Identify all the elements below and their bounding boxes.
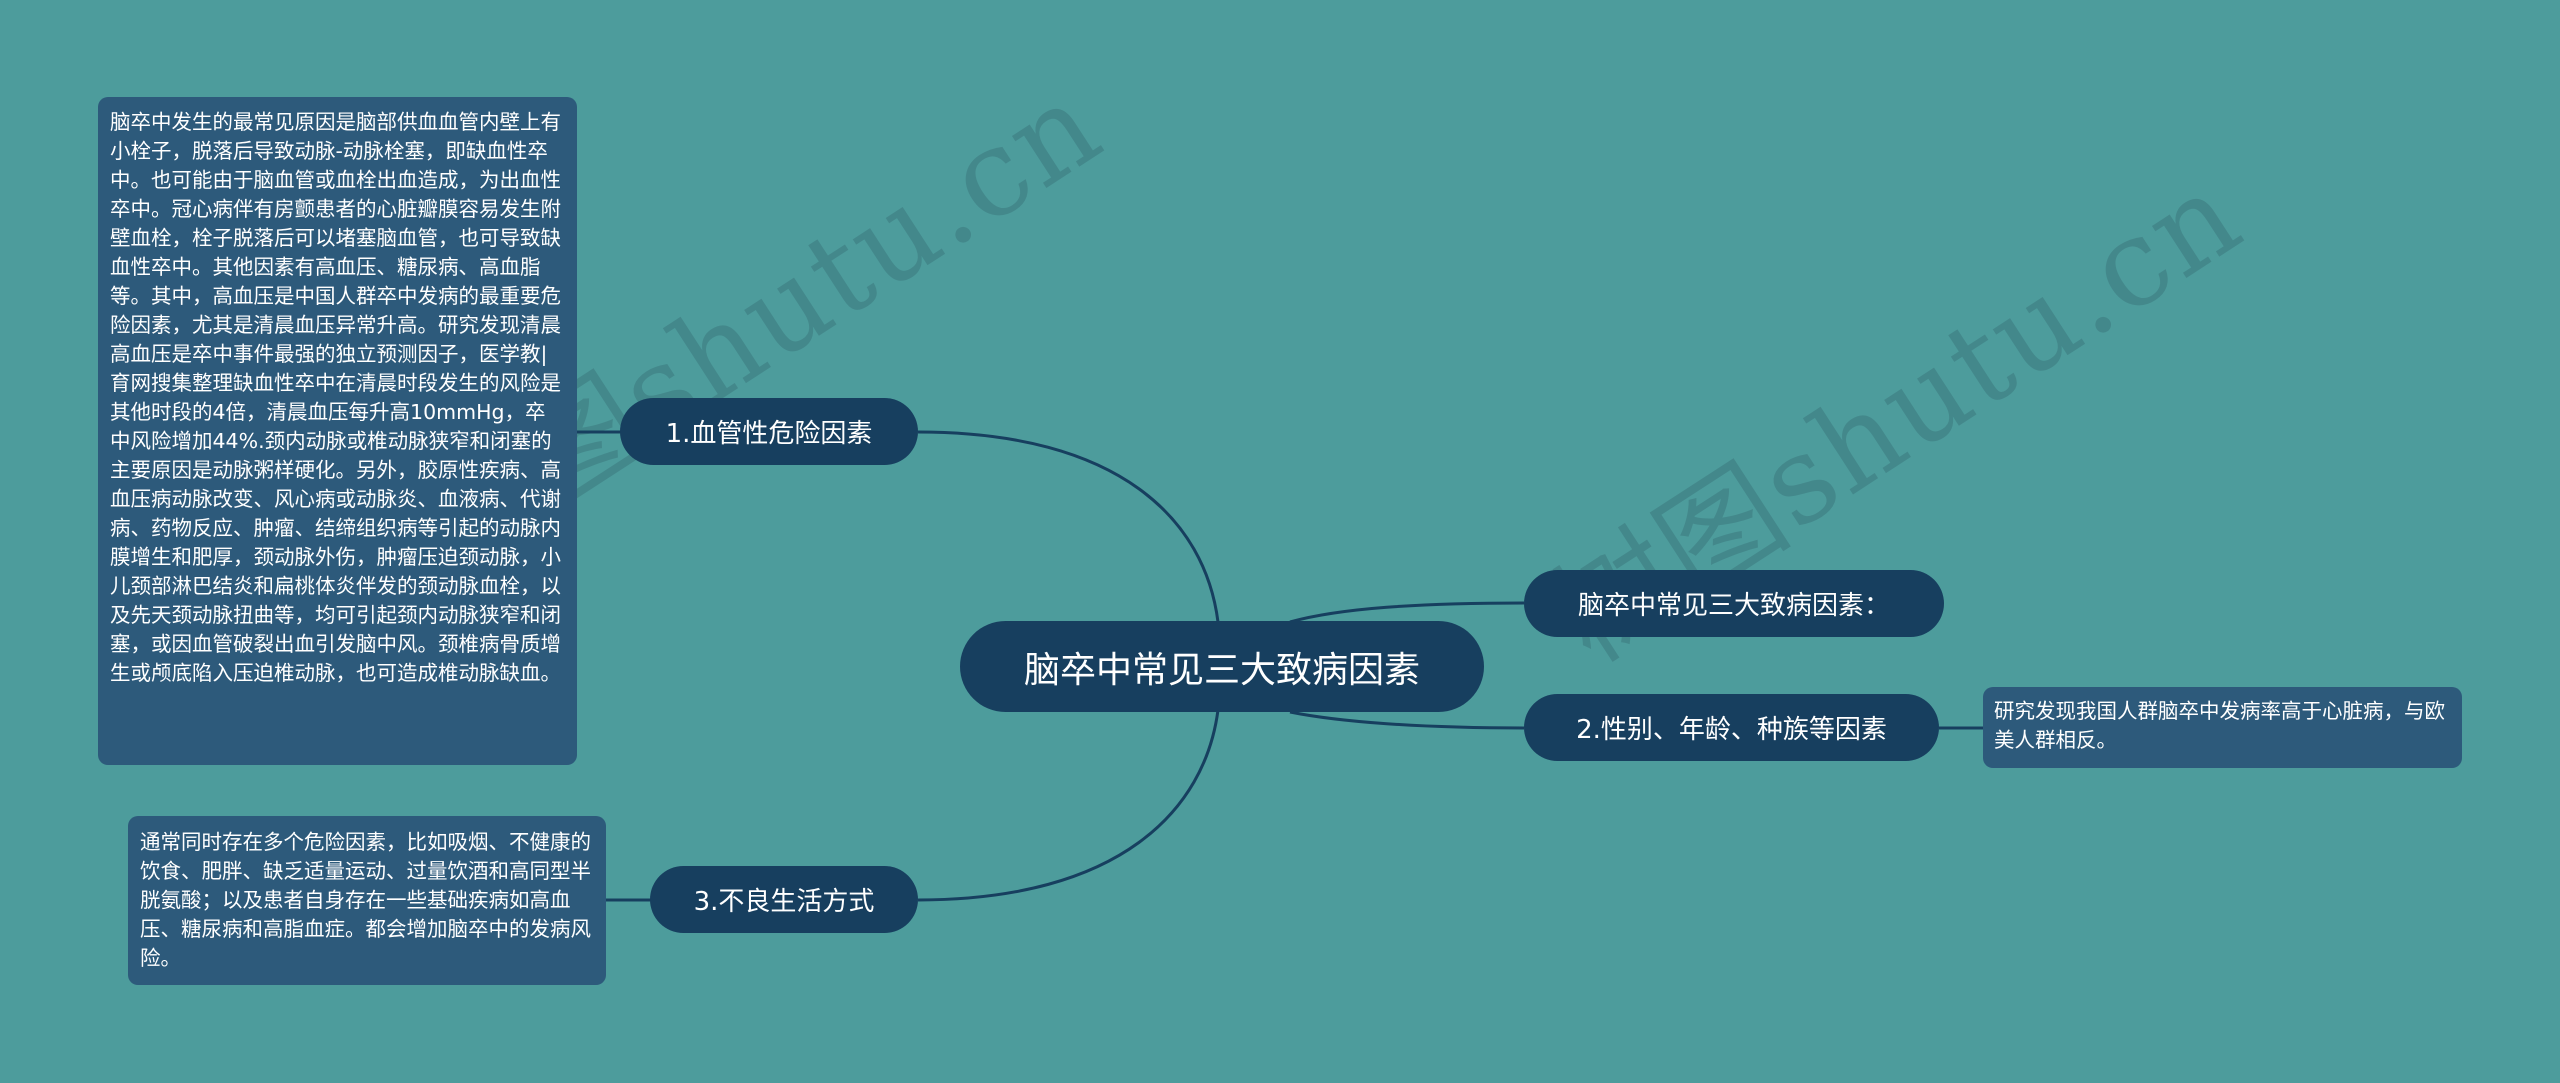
branch-node-gender-age-race[interactable]: 2.性别、年龄、种族等因素	[1524, 694, 1939, 761]
link-root-branch1	[917, 430, 1220, 623]
detail-box-vascular-risk[interactable]: 脑卒中发生的最常见原因是脑部供血血管内壁上有小栓子，脱落后导致动脉-动脉栓塞，即…	[98, 97, 577, 765]
branch-node-lifestyle[interactable]: 3.不良生活方式	[650, 866, 918, 933]
branch-label: 3.不良生活方式	[693, 887, 875, 917]
branch-label: 1.血管性危险因素	[665, 419, 873, 449]
detail-box-gender-age-race[interactable]: 研究发现我国人群脑卒中发病率高于心脏病，与欧美人群相反。	[1983, 687, 2462, 768]
link-root-branch2	[1289, 710, 1525, 730]
branch-label: 2.性别、年龄、种族等因素	[1576, 715, 1887, 745]
detail-text: 通常同时存在多个危险因素，比如吸烟、不健康的饮食、肥胖、缺乏适量运动、过量饮酒和…	[140, 830, 591, 970]
root-label: 脑卒中常见三大致病因素	[1023, 649, 1420, 691]
root-node[interactable]: 脑卒中常见三大致病因素	[960, 621, 1484, 712]
link-root-branch3	[917, 709, 1220, 902]
detail-text: 研究发现我国人群脑卒中发病率高于心脏病，与欧美人群相反。	[1994, 699, 2445, 752]
branch-label: 脑卒中常见三大致病因素：	[1577, 591, 1890, 621]
link-root-branch-title	[1289, 601, 1525, 624]
branch-node-vascular-risk[interactable]: 1.血管性危险因素	[620, 398, 918, 465]
detail-box-lifestyle[interactable]: 通常同时存在多个危险因素，比如吸烟、不健康的饮食、肥胖、缺乏适量运动、过量饮酒和…	[128, 816, 606, 985]
detail-text: 脑卒中发生的最常见原因是脑部供血血管内壁上有小栓子，脱落后导致动脉-动脉栓塞，即…	[110, 110, 561, 685]
branch-node-three-causes[interactable]: 脑卒中常见三大致病因素：	[1524, 570, 1944, 637]
